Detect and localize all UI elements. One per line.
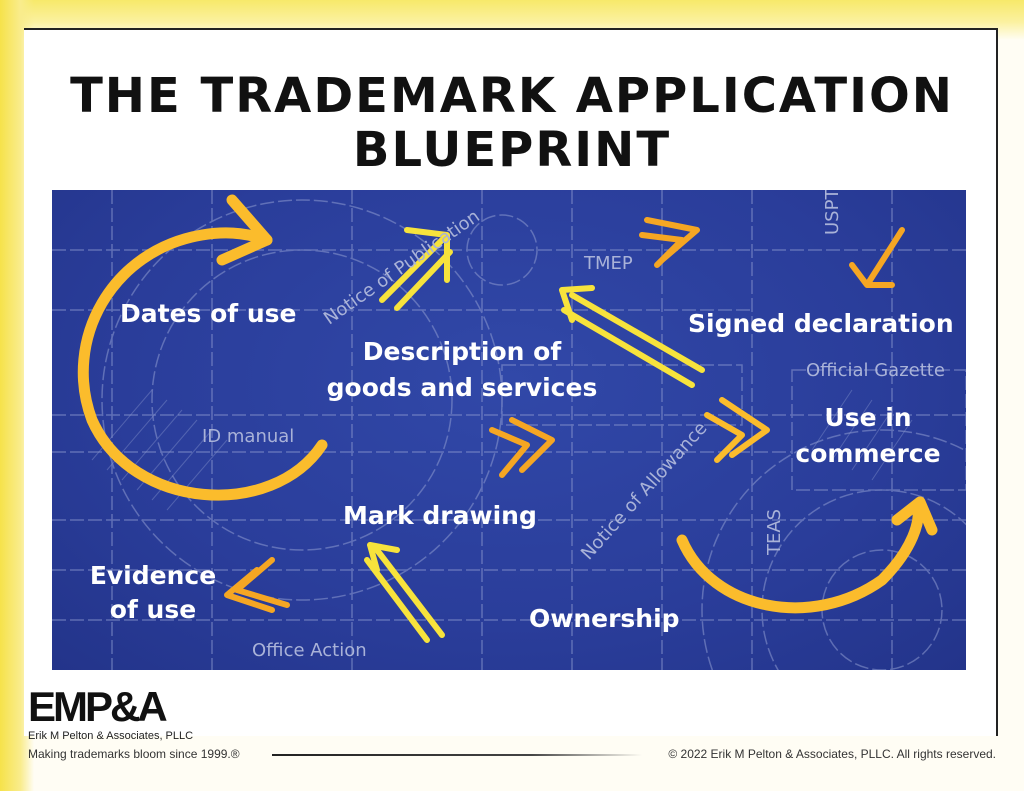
- double-arrow-to-description: [379, 227, 453, 311]
- step-description-line-1: Description of: [362, 337, 562, 366]
- step-dates-of-use: Dates of use: [120, 299, 297, 328]
- step-mark-drawing: Mark drawing: [343, 501, 537, 530]
- step-use-in-commerce-line-1: Use in: [824, 403, 912, 432]
- loop-arrow-dates-of-use: [77, 227, 328, 501]
- double-arrow-from-declaration: [559, 285, 705, 388]
- step-evidence-line-1: Evidence: [89, 561, 217, 590]
- step-evidence-line-2: of use: [109, 595, 197, 624]
- copyright: © 2022 Erik M Pelton & Associates, PLLC.…: [668, 747, 996, 761]
- firm-name: Erik M Pelton & Associates, PLLC: [28, 730, 194, 742]
- term-id-manual: ID manual: [202, 426, 295, 447]
- term-official-gazette: Official Gazette: [806, 360, 945, 381]
- double-arrow-to-mark-drawing: [489, 417, 555, 478]
- arrow-uspto: [849, 227, 905, 288]
- double-arrow-to-evidence: [224, 557, 290, 613]
- step-ownership: Ownership: [529, 604, 680, 633]
- loop-arrow-ownership: [676, 496, 938, 614]
- blueprint-panel: Dates of use Description of goods and se…: [52, 190, 966, 670]
- term-teas: TEAS: [764, 508, 785, 555]
- footer-divider: [272, 754, 642, 756]
- title-line-1: THE TRADEMARK APPLICATION: [70, 68, 954, 124]
- arrowhead-dates-of-use: [216, 194, 273, 266]
- term-tmep: TMEP: [584, 253, 633, 274]
- tagline: Making trademarks bloom since 1999.®: [28, 747, 240, 761]
- double-arrow-to-use-in-commerce: [704, 397, 770, 463]
- double-arrow-to-mark-drawing-bottom: [364, 542, 445, 643]
- double-arrow-tmep: [639, 217, 700, 268]
- empa-logo: EMP&A: [28, 683, 168, 730]
- term-office-action: Office Action: [252, 640, 367, 661]
- step-description-line-2: goods and services: [326, 373, 598, 402]
- title-line-2: BLUEPRINT: [352, 122, 672, 178]
- term-uspto: USPTO: [822, 190, 843, 235]
- step-use-in-commerce-line-2: commerce: [795, 439, 941, 468]
- blueprint-drawing: [52, 190, 966, 670]
- step-signed-declaration: Signed declaration: [688, 309, 954, 338]
